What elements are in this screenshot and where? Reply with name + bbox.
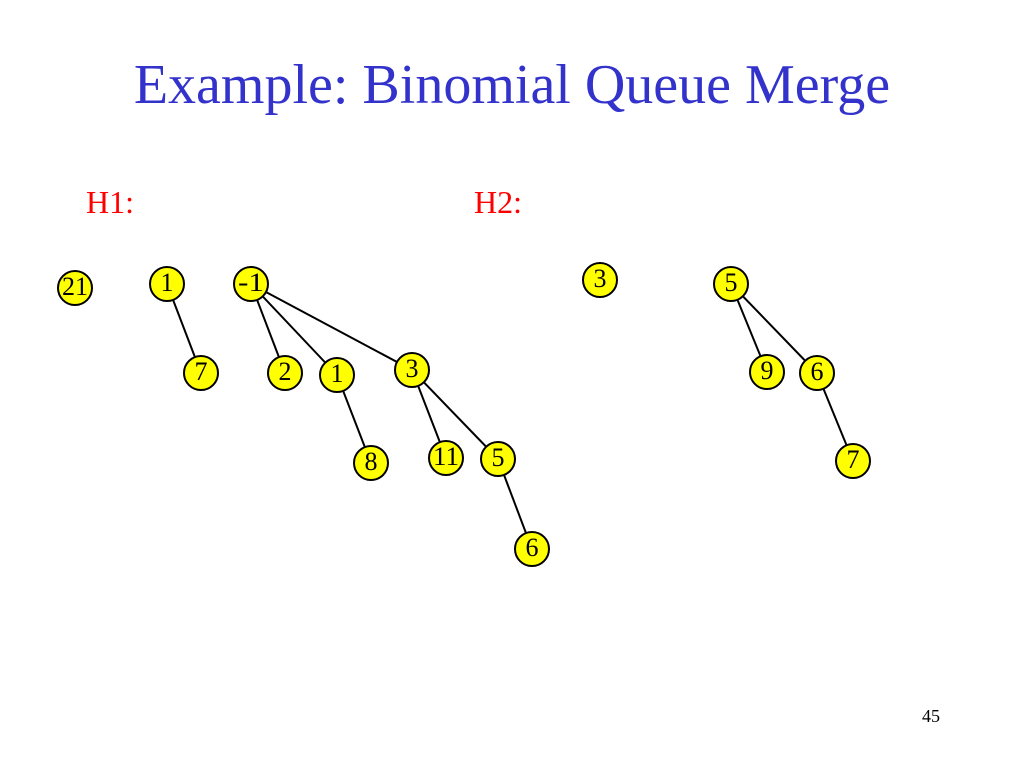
tree-edge bbox=[730, 283, 818, 374]
tree-node: 1 bbox=[149, 266, 185, 302]
slide-number: 45 bbox=[922, 706, 940, 726]
node-key: 6 bbox=[526, 533, 539, 562]
node-circle bbox=[799, 355, 835, 391]
node-circle bbox=[480, 441, 516, 477]
tree-edge bbox=[250, 283, 413, 371]
tree-node: 21 bbox=[57, 270, 93, 306]
node-circle bbox=[267, 355, 303, 391]
node-circle bbox=[233, 266, 269, 302]
tree-node: 7 bbox=[183, 355, 219, 391]
node-circle bbox=[57, 270, 93, 306]
node-circle bbox=[353, 445, 389, 481]
node-key: 7 bbox=[195, 357, 208, 386]
tree-node: -1 bbox=[233, 266, 269, 302]
tree-node: 9 bbox=[749, 354, 785, 390]
node-circle bbox=[749, 354, 785, 390]
node-key: 11 bbox=[433, 442, 459, 471]
tree-node: 2 bbox=[267, 355, 303, 391]
tree-node: 3 bbox=[582, 262, 618, 298]
tree-node: 1 bbox=[319, 357, 355, 393]
tree-edge bbox=[411, 369, 499, 460]
tree-node: 5 bbox=[713, 266, 749, 302]
node-key: 21 bbox=[62, 272, 88, 301]
node-key: 2 bbox=[279, 357, 292, 386]
tree-node: 6 bbox=[799, 355, 835, 391]
node-key: 5 bbox=[725, 268, 738, 297]
node-circle bbox=[428, 440, 464, 476]
node-circle bbox=[149, 266, 185, 302]
node-circle bbox=[183, 355, 219, 391]
node-key: 3 bbox=[594, 264, 607, 293]
node-key: 5 bbox=[492, 443, 505, 472]
node-key: 9 bbox=[761, 356, 774, 385]
tree-node: 5 bbox=[480, 441, 516, 477]
node-key: 6 bbox=[811, 357, 824, 386]
node-circle bbox=[582, 262, 618, 298]
node-circle bbox=[514, 531, 550, 567]
tree-node: 8 bbox=[353, 445, 389, 481]
tree-node: 6 bbox=[514, 531, 550, 567]
tree-node: 3 bbox=[394, 352, 430, 388]
tree-node: 7 bbox=[835, 443, 871, 479]
heap-label-h1: H1: bbox=[86, 184, 134, 220]
node-circle bbox=[319, 357, 355, 393]
node-key: 1 bbox=[331, 359, 344, 388]
node-key: 3 bbox=[406, 354, 419, 383]
node-circle bbox=[394, 352, 430, 388]
node-circle bbox=[713, 266, 749, 302]
node-key: -1 bbox=[238, 268, 264, 297]
node-circle bbox=[835, 443, 871, 479]
tree-node: 11 bbox=[428, 440, 464, 476]
tree-edge bbox=[250, 283, 338, 376]
slide-title: Example: Binomial Queue Merge bbox=[133, 54, 891, 116]
node-key: 8 bbox=[365, 447, 378, 476]
heap-label-h2: H2: bbox=[474, 184, 522, 220]
node-key: 7 bbox=[847, 445, 860, 474]
node-key: 1 bbox=[161, 268, 174, 297]
